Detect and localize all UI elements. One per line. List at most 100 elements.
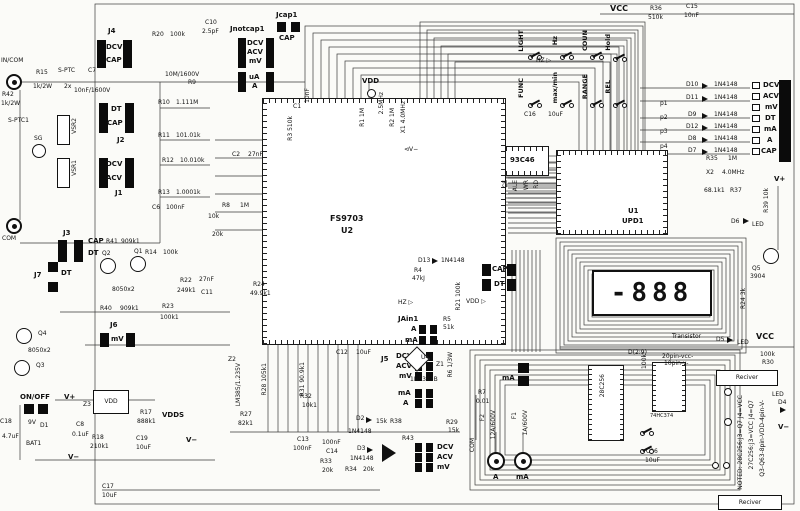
100nf: 100nF xyxy=(293,445,312,452)
j3-config-switch[interactable] xyxy=(640,424,654,436)
bar xyxy=(482,279,491,291)
d3: D3 xyxy=(357,445,366,452)
bar xyxy=(74,240,83,262)
j5-label: J5 xyxy=(381,355,389,363)
r1-1m: R1 1M xyxy=(359,108,366,127)
mv: mV xyxy=(765,103,778,111)
q2: Q2 xyxy=(102,250,111,257)
milliamp-jack-label: mA xyxy=(516,473,529,481)
q4-transistor xyxy=(16,328,32,344)
d6: D6 xyxy=(731,218,740,225)
d13: D13 xyxy=(418,257,431,264)
count-button[interactable] xyxy=(590,48,604,60)
receiver-box: Reciver xyxy=(716,370,778,386)
10k: 10k xyxy=(208,213,220,220)
rel-button[interactable] xyxy=(613,96,627,108)
c14: C14 xyxy=(326,448,338,455)
amp-jack[interactable] xyxy=(487,452,505,470)
light-button[interactable] xyxy=(528,48,542,60)
r5: R5 xyxy=(443,316,451,323)
4-0mhz: 4.0MHz xyxy=(722,169,745,176)
dt: DT xyxy=(61,269,72,277)
c16: C16 xyxy=(524,111,536,118)
68-1k1: 68.1k1 xyxy=(704,187,725,194)
1-111m: 1.111M xyxy=(176,99,199,106)
power-switch[interactable] xyxy=(38,404,48,414)
vdd-regulator-box: VDD xyxy=(93,390,129,414)
lcd-display: -888 xyxy=(592,270,712,316)
3904: 3904 xyxy=(750,273,766,280)
v: V− xyxy=(778,423,790,431)
ma: mA xyxy=(398,389,411,397)
ma: mA xyxy=(405,336,418,344)
49-9k1: 49.9k1 xyxy=(250,290,271,297)
dio xyxy=(367,447,373,453)
bar xyxy=(238,72,246,92)
mv: mV xyxy=(437,463,450,471)
d1: D1 xyxy=(40,422,49,429)
milliamp-jack[interactable] xyxy=(514,452,532,470)
93c46-label: 93C46 xyxy=(510,156,535,164)
q5-transistor xyxy=(763,248,779,264)
jcap1-jumper xyxy=(277,22,286,32)
com-jack[interactable] xyxy=(6,218,22,234)
circ xyxy=(724,388,732,396)
r42: R42 xyxy=(2,91,14,98)
maxmin-button[interactable] xyxy=(560,96,574,108)
bar xyxy=(266,38,274,68)
1n4148: 1N4148 xyxy=(714,94,738,101)
c17: C17 xyxy=(102,483,114,490)
j6-label: J6 xyxy=(110,321,118,329)
func-button[interactable] xyxy=(528,96,542,108)
power-switch[interactable] xyxy=(24,404,34,414)
spark-gap-label: SG xyxy=(34,135,43,142)
circ xyxy=(723,462,730,469)
vsr1-varistor xyxy=(57,158,70,188)
maxmin-button-label: max/min xyxy=(551,72,559,104)
bar xyxy=(426,362,433,371)
20k: 20k xyxy=(212,231,224,238)
15k: 15k xyxy=(448,427,460,434)
bar xyxy=(426,372,433,381)
v: V− xyxy=(186,436,198,444)
hz-button[interactable] xyxy=(560,48,574,60)
2-5mhz: 2.5MHz xyxy=(378,92,385,115)
s-ptc1: S-PTC1 xyxy=(8,117,29,124)
range-button[interactable] xyxy=(590,96,604,108)
bar xyxy=(518,376,529,386)
ma: mA xyxy=(764,125,777,133)
r35: R35 xyxy=(706,155,718,162)
r30: R30 xyxy=(762,359,774,366)
in-com-jack[interactable] xyxy=(6,74,22,90)
j4-config-switch[interactable] xyxy=(640,442,654,454)
j2-label: J2 xyxy=(117,136,125,144)
u1-label: U1 xyxy=(628,207,639,215)
bar xyxy=(419,336,426,345)
d10: D10 xyxy=(686,81,699,88)
q5: Q5 xyxy=(752,265,761,272)
r29: R29 xyxy=(446,419,458,426)
dcv: DCV xyxy=(396,352,413,360)
a: A xyxy=(411,325,417,333)
lm385-1-235v: LM385/1.235V xyxy=(235,363,242,407)
d9: D9 xyxy=(688,111,697,118)
1m: 1M xyxy=(728,155,737,162)
rd: RD xyxy=(533,180,540,189)
com-label: COM xyxy=(2,235,17,242)
d5: D5 xyxy=(716,336,725,343)
u2-part-label: FS9703 xyxy=(330,214,364,223)
r8: R8 xyxy=(222,202,230,209)
j4-label: J4 xyxy=(108,27,116,35)
a: A xyxy=(252,82,258,90)
j1-jumper xyxy=(99,158,108,188)
j6-jumper xyxy=(100,333,109,347)
x2-crystal-label: X2 xyxy=(706,169,714,176)
hold-button[interactable] xyxy=(613,50,627,62)
count-button-label: COUN xyxy=(581,30,589,52)
74hc374-label: 74HC374 xyxy=(650,413,674,419)
1n5342b: 1N5342B xyxy=(410,376,438,383)
10k1: 10k1 xyxy=(302,402,317,409)
r37: R37 xyxy=(730,187,742,194)
z2: Z2 xyxy=(228,356,236,363)
bar xyxy=(430,325,437,334)
